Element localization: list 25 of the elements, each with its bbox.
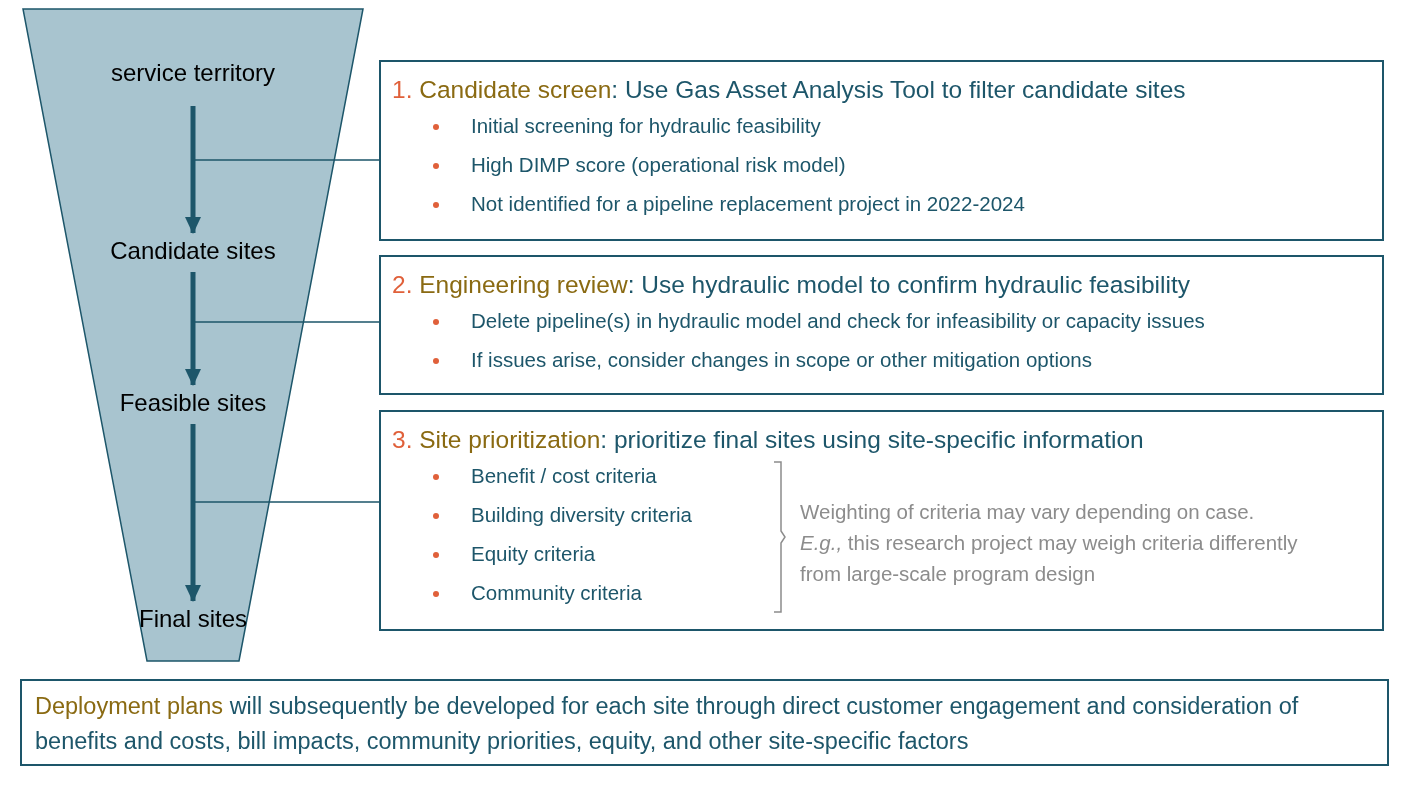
bullet-text: If issues arise, consider changes in scope or other mitigation options <box>471 347 1093 374</box>
step-heading: 3. Site prioritization: prioritize final sites using site-specific information <box>392 425 1145 455</box>
stage-label: Candidate sites <box>88 236 298 268</box>
bullet-text: Initial screening for hydraulic feasibility <box>471 113 821 140</box>
arrow <box>185 272 201 386</box>
step-heading: 2. Engineering review: Use hydraulic model to confirm hydraulic feasibility <box>392 270 1191 300</box>
bullet-text: Delete pipeline(s) in hydraulic model and check for infeasibility or capacity issues <box>471 308 1205 335</box>
bullet-text: Community criteria <box>471 580 642 607</box>
step-box <box>379 255 1384 395</box>
step-box <box>379 410 1384 631</box>
arrow <box>185 106 201 234</box>
bullet-text: Equity criteria <box>471 541 596 568</box>
stage-label: Feasible sites <box>98 388 288 420</box>
note-text: Weighting of criteria may vary depending on case. E.g., this research project may weigh criteria differently from large-scale program design <box>800 499 1299 587</box>
stage-label: service territory <box>53 58 333 102</box>
bullet-text: High DIMP score (operational risk model) <box>471 152 846 179</box>
step-box <box>379 60 1384 241</box>
step-heading: 1. Candidate screen: Use Gas Asset Analysis Tool to filter candidate sites <box>392 75 1187 105</box>
footer-box <box>20 679 1389 766</box>
bullet-text: Benefit / cost criteria <box>471 463 657 490</box>
bullet-text: Building diversity criteria <box>471 502 693 529</box>
arrow <box>185 424 201 602</box>
bullet-text: Not identified for a pipeline replacement project in 2022-2024 <box>471 191 1025 218</box>
stage-label: Final sites <box>123 604 263 636</box>
footer-text: Deployment plans will subsequently be developed for each site through direct customer engagement and consideration of benefits and costs, bill impacts, community priorities, equity, and other site-specific factors <box>35 692 1300 756</box>
